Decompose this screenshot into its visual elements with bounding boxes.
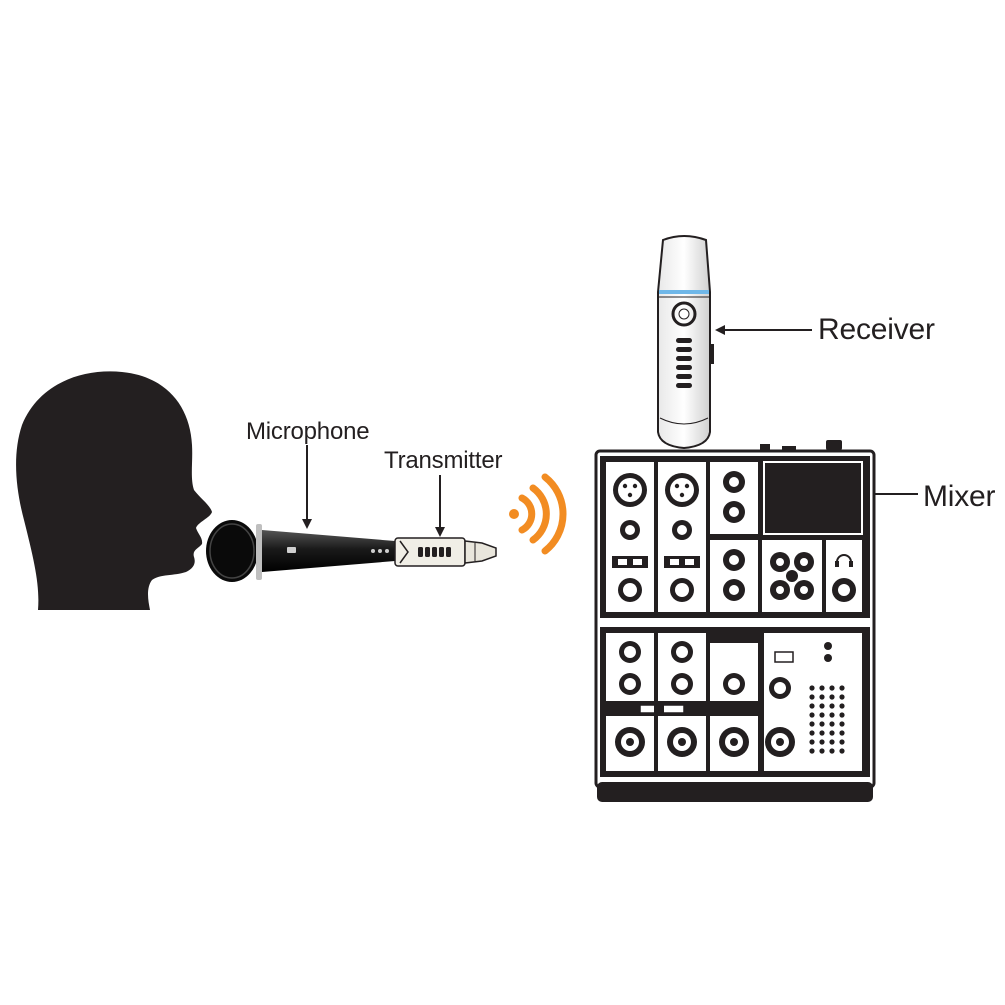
meter-led bbox=[829, 703, 835, 709]
receiver bbox=[657, 235, 714, 450]
microphone bbox=[206, 520, 395, 582]
meter-led bbox=[819, 721, 825, 727]
meter-led bbox=[829, 721, 835, 727]
meter-led bbox=[839, 712, 845, 718]
meter-led bbox=[809, 730, 815, 736]
transmitter bbox=[394, 537, 497, 567]
meter-led bbox=[819, 748, 825, 754]
transmitter-label: Transmitter bbox=[384, 447, 503, 474]
meter-led bbox=[829, 730, 835, 736]
meter-led bbox=[819, 694, 825, 700]
meter-led bbox=[829, 694, 835, 700]
meter-led bbox=[839, 703, 845, 709]
meter-led bbox=[839, 748, 845, 754]
meter-led bbox=[809, 712, 815, 718]
wireless-signal-icon bbox=[509, 473, 567, 555]
meter-led bbox=[819, 685, 825, 691]
headphone-icon bbox=[835, 554, 853, 567]
meter-led bbox=[809, 721, 815, 727]
meter-led bbox=[819, 739, 825, 745]
meter-led bbox=[819, 730, 825, 736]
meter-led bbox=[839, 694, 845, 700]
meter-led bbox=[819, 703, 825, 709]
level-meter-leds bbox=[809, 685, 845, 754]
meter-led bbox=[829, 712, 835, 718]
mixer bbox=[594, 440, 876, 802]
microphone-label: Microphone bbox=[246, 418, 370, 445]
meter-led bbox=[819, 712, 825, 718]
meter-led bbox=[809, 748, 815, 754]
mixer-label: Mixer bbox=[923, 480, 996, 513]
meter-led bbox=[839, 739, 845, 745]
meter-led bbox=[809, 694, 815, 700]
person-head-silhouette-icon bbox=[16, 371, 213, 610]
meter-led bbox=[809, 685, 815, 691]
meter-led bbox=[829, 739, 835, 745]
meter-led bbox=[839, 685, 845, 691]
meter-led bbox=[809, 703, 815, 709]
meter-led bbox=[829, 685, 835, 691]
receiver-label: Receiver bbox=[818, 313, 935, 346]
meter-led bbox=[839, 721, 845, 727]
meter-led bbox=[829, 748, 835, 754]
meter-led bbox=[809, 739, 815, 745]
meter-led bbox=[839, 730, 845, 736]
